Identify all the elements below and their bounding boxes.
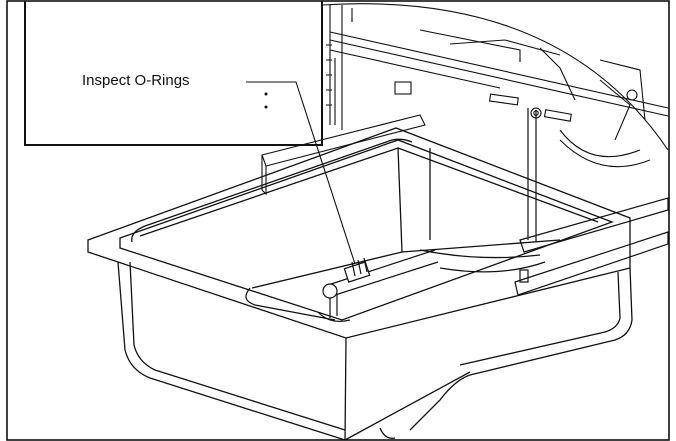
inset-box-fill (26, 2, 321, 144)
callout-leader-line (246, 81, 356, 265)
side-rail-right (514, 108, 669, 296)
machine-housing (321, 3, 669, 168)
side-rail-left (261, 114, 426, 196)
burner-tube-assembly (317, 249, 439, 322)
outer-frame (6, 0, 670, 441)
detail-dot (264, 92, 268, 96)
fry-vat (87, 127, 633, 441)
inset-box-border (24, 1, 322, 146)
callout-label-inspect-o-rings: Inspect O-Rings (82, 72, 190, 89)
detail-dot (264, 105, 268, 109)
